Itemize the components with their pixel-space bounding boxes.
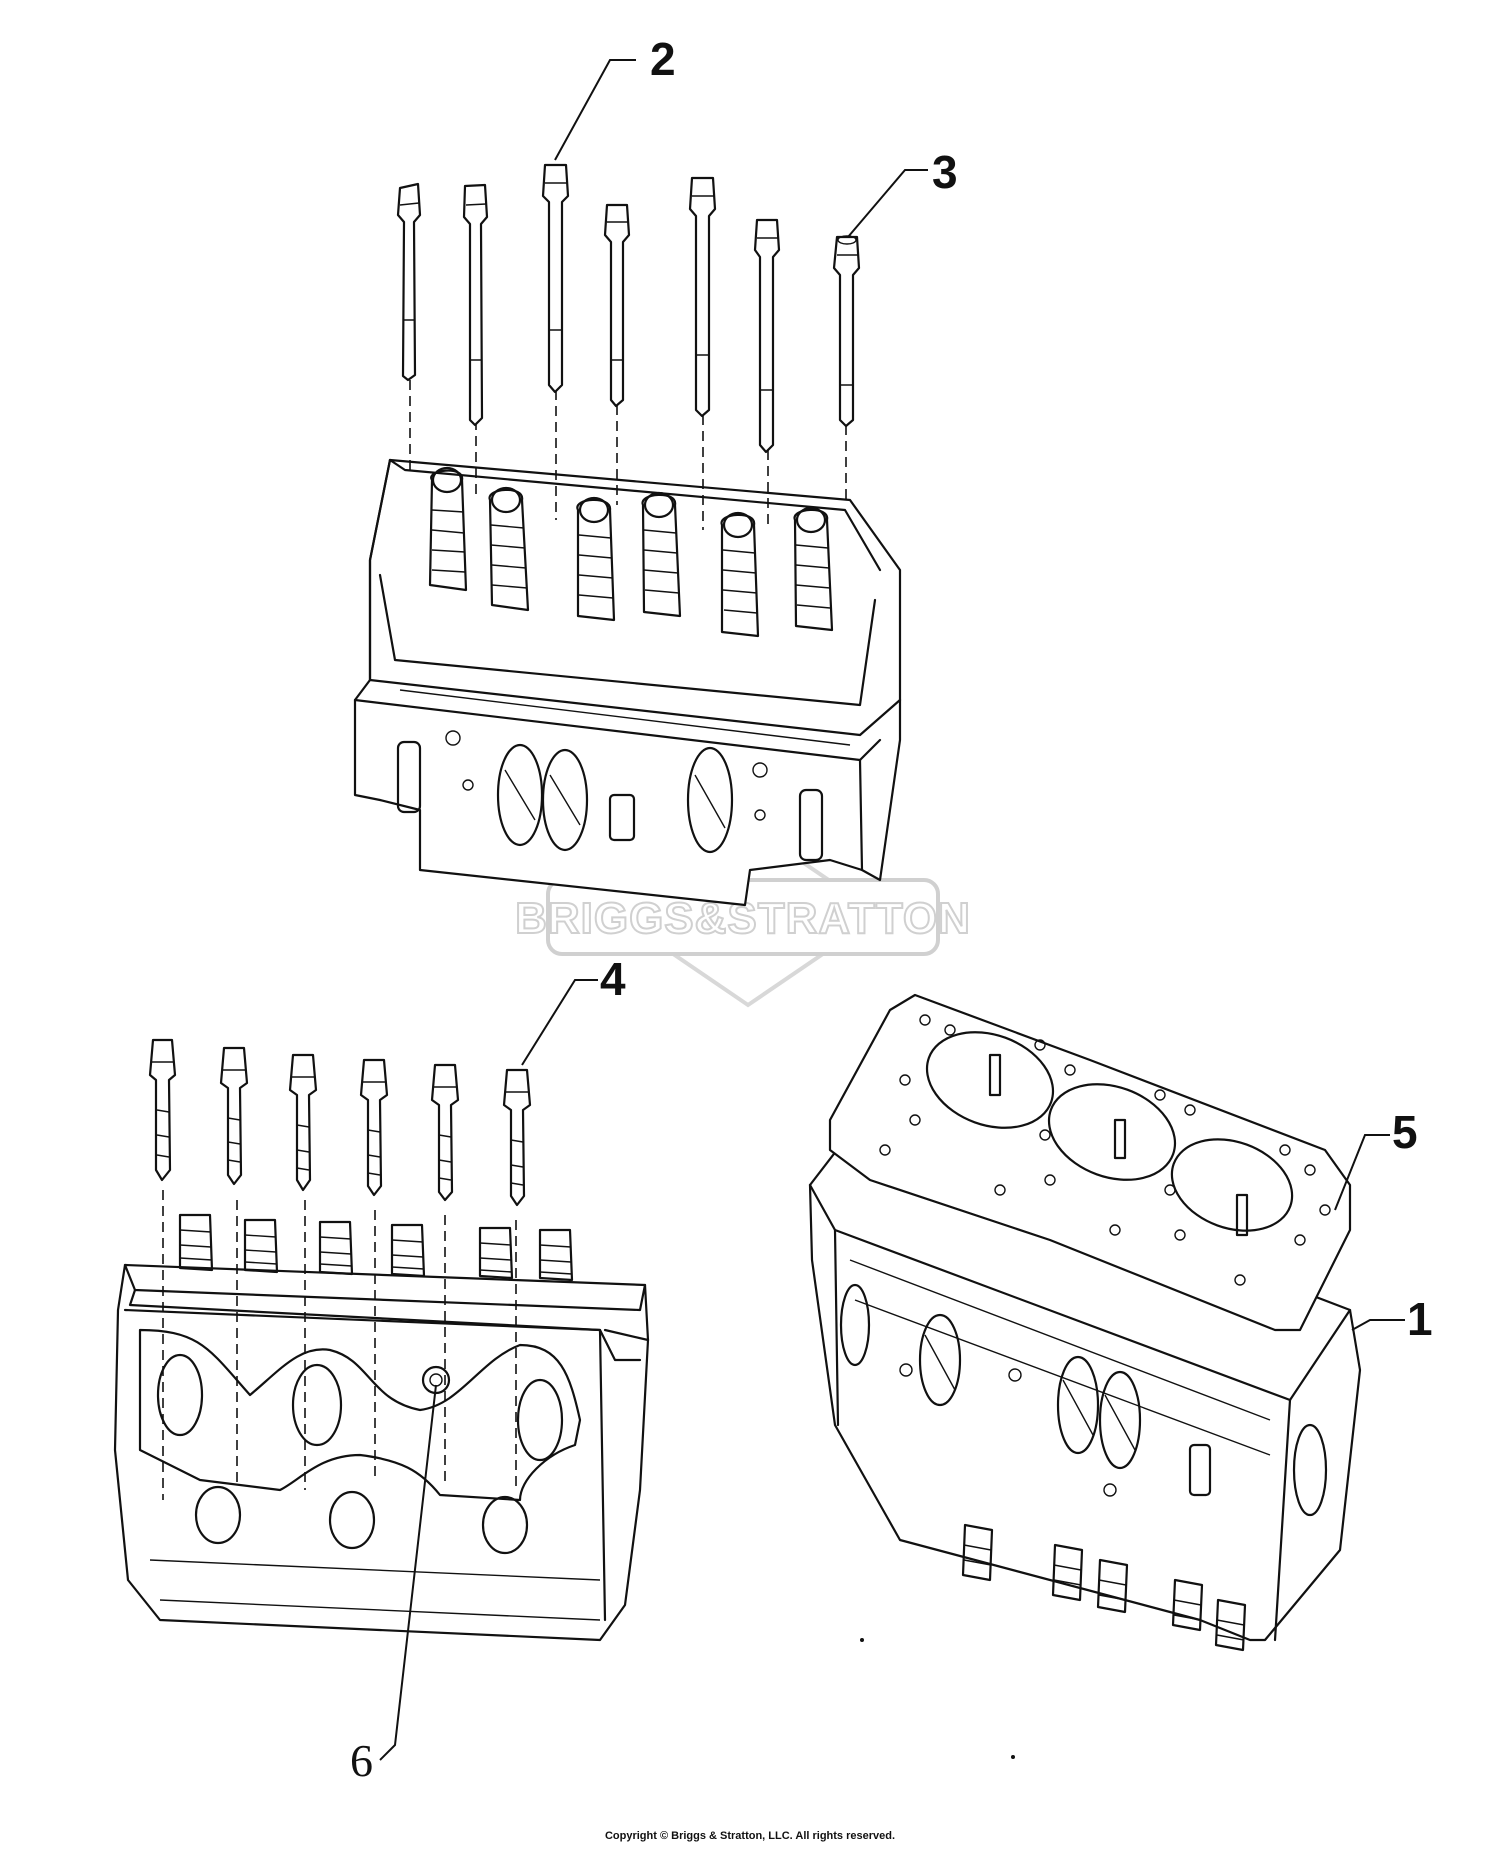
bottom-right-valve-springs [961, 1523, 1247, 1652]
callout-4: 4 [600, 953, 626, 1005]
bottom-left-head-bolts [148, 1038, 532, 1207]
head-bolt [502, 1068, 532, 1207]
callouts: 2 3 4 5 1 6 [350, 33, 1433, 1786]
callout-3: 3 [932, 146, 958, 198]
bottom-left-valve-springs [178, 1213, 574, 1282]
head-bolt [219, 1046, 249, 1186]
callout-2: 2 [650, 33, 676, 85]
callout-6: 6 [350, 1735, 373, 1786]
head-bolt [541, 163, 570, 394]
head-bolt [430, 1063, 460, 1202]
bottom-right-cylinder-head [808, 1118, 1362, 1652]
head-bolt [603, 203, 631, 408]
head-bolt [832, 235, 861, 428]
top-cylinder-head [353, 458, 902, 907]
bottom-left-bolt-centerlines [162, 1190, 517, 1500]
head-bolt [396, 182, 422, 382]
head-bolt [462, 183, 489, 427]
top-cylinder-head-assembly [353, 163, 902, 907]
head-gasket [828, 993, 1352, 1332]
callout-1: 1 [1407, 1293, 1433, 1345]
bottom-left-cylinder-head-assembly [113, 1038, 650, 1642]
bottom-left-cylinder-head [113, 1213, 650, 1642]
top-bolt-centerlines [409, 380, 847, 530]
top-head-ports [396, 730, 824, 862]
head-bolt [688, 176, 717, 418]
head-bolt [148, 1038, 177, 1182]
copyright-notice: Copyright © Briggs & Stratton, LLC. All … [604, 1830, 896, 1842]
top-head-valve-springs [428, 466, 834, 638]
leader-lines [379, 59, 1405, 1761]
top-head-bolts [396, 163, 861, 454]
head-bolt [753, 218, 781, 454]
head-bolt [288, 1053, 318, 1192]
callout-5: 5 [1392, 1106, 1418, 1158]
bottom-right-cylinder-head-assembly [808, 993, 1362, 1652]
head-bolt [359, 1058, 389, 1197]
